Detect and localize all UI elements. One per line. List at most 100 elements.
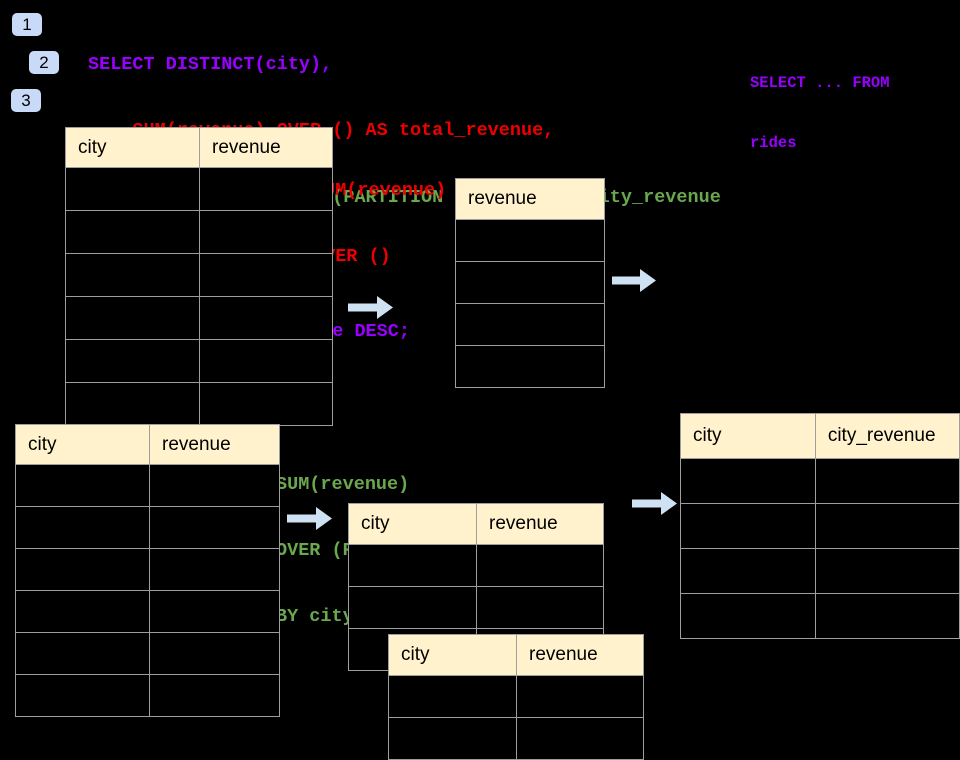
step-badge-1: 1 <box>12 13 42 36</box>
empty-cell <box>680 548 816 594</box>
table-row <box>388 717 644 760</box>
empty-cell <box>65 339 200 383</box>
empty-cell <box>814 548 960 594</box>
table-row <box>65 382 333 426</box>
sql-line-select: SELECT DISTINCT(city), <box>88 53 333 75</box>
empty-cell <box>199 382 333 426</box>
empty-cell <box>199 296 333 340</box>
table-row <box>680 548 960 594</box>
empty-cell <box>199 210 333 254</box>
annotation-partition-line1: SUM(revenue) <box>276 474 410 495</box>
annotation-total-line1: SUM(revenue) <box>313 179 447 201</box>
table-row <box>455 303 605 346</box>
table-row <box>15 506 280 549</box>
table-row <box>680 503 960 549</box>
empty-cell <box>455 303 605 346</box>
empty-cell <box>65 253 200 297</box>
flow-arrow-to-total <box>348 296 393 319</box>
table-row <box>65 296 333 340</box>
empty-cell <box>455 345 605 388</box>
empty-cell <box>15 548 150 591</box>
empty-cell <box>149 548 280 591</box>
empty-cell <box>348 544 477 587</box>
empty-cell <box>149 464 280 507</box>
empty-cell <box>476 544 604 587</box>
table-row <box>65 167 333 211</box>
empty-cell <box>680 593 816 639</box>
empty-cell <box>149 674 280 717</box>
table-row <box>65 253 333 297</box>
column-header-revenue: revenue <box>199 127 333 168</box>
table-row <box>388 675 644 718</box>
empty-cell <box>516 675 644 718</box>
empty-cell <box>199 253 333 297</box>
empty-cell <box>15 632 150 675</box>
empty-cell <box>65 382 200 426</box>
flow-arrow-to-result <box>632 492 677 515</box>
side-note-select-from: SELECT ... FROM rides <box>750 33 890 173</box>
table-row <box>15 548 280 591</box>
flow-arrow-from-total <box>612 269 656 292</box>
step-badge-2: 2 <box>29 51 59 74</box>
empty-cell <box>65 167 200 211</box>
slide-canvas: { "colors": { "background": "#000000", "… <box>11 13 960 760</box>
column-header-city: city <box>388 634 517 676</box>
empty-cell <box>814 458 960 504</box>
table-row <box>15 632 280 675</box>
column-header-revenue: revenue <box>149 424 280 465</box>
empty-cell <box>65 210 200 254</box>
empty-cell <box>15 464 150 507</box>
empty-cell <box>388 717 517 760</box>
empty-cell <box>15 590 150 633</box>
side-note-line1: SELECT ... FROM <box>750 74 890 92</box>
empty-cell <box>65 296 200 340</box>
table-row <box>348 586 604 629</box>
column-header-city: city <box>65 127 200 168</box>
table-row <box>15 464 280 507</box>
step-badge-3: 3 <box>11 89 41 112</box>
column-header-city: city <box>680 413 816 459</box>
empty-cell <box>199 167 333 211</box>
empty-cell <box>388 675 517 718</box>
column-header-city: city <box>15 424 150 465</box>
flow-arrow-to-partitions <box>287 507 332 530</box>
empty-cell <box>149 632 280 675</box>
empty-cell <box>476 586 604 629</box>
column-header-city_revenue: city_revenue <box>814 413 960 459</box>
table-row <box>455 261 605 304</box>
side-note-line2: rides <box>750 134 797 152</box>
table-row <box>680 458 960 504</box>
empty-cell <box>516 717 644 760</box>
column-header-revenue: revenue <box>455 178 605 220</box>
table-total-revenue: revenue <box>455 178 605 388</box>
column-header-city: city <box>348 503 477 545</box>
table-row <box>348 544 604 587</box>
empty-cell <box>149 590 280 633</box>
empty-cell <box>348 586 477 629</box>
empty-cell <box>814 593 960 639</box>
table-row <box>680 593 960 639</box>
empty-cell <box>149 506 280 549</box>
table-row <box>15 590 280 633</box>
empty-cell <box>455 261 605 304</box>
table-row <box>455 219 605 262</box>
table-row <box>65 339 333 383</box>
empty-cell <box>814 503 960 549</box>
column-header-revenue: revenue <box>516 634 644 676</box>
empty-cell <box>199 339 333 383</box>
empty-cell <box>680 458 816 504</box>
table-row <box>15 674 280 717</box>
empty-cell <box>680 503 816 549</box>
table-header-row: revenue <box>455 178 605 220</box>
table-row <box>65 210 333 254</box>
empty-cell <box>455 219 605 262</box>
table-row <box>455 345 605 388</box>
